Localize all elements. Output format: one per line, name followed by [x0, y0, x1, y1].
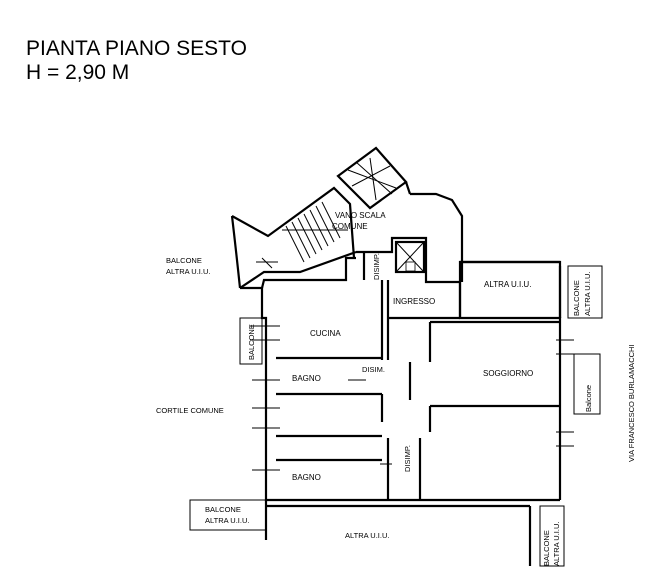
lift-shaft: [394, 240, 426, 274]
label-balcone-w: BALCONE: [247, 324, 256, 360]
window-ticks: [250, 325, 574, 471]
plan-title-height: H = 2,90 M: [26, 61, 130, 84]
balcone-se-box: [539, 505, 565, 567]
balcone-w-box: [239, 317, 263, 365]
plan-title: PIANTA PIANO SESTO H = 2,90 M: [26, 37, 247, 85]
label-balcone-se-2: ALTRA U.I.U.: [552, 522, 561, 566]
label-disimp-low: DISIMP.: [403, 445, 412, 472]
label-street: VIA FRANCESCO BURLAMACCHI: [627, 344, 636, 462]
label-balcone-se-1: BALCONE: [542, 530, 551, 566]
common-stair: [231, 186, 357, 289]
label-vano-scala: VANO SCALA: [335, 211, 386, 220]
label-balcone-nw-2: ALTRA U.I.U.: [166, 267, 210, 276]
plan-title-floor: PIANTA PIANO SESTO: [26, 37, 247, 60]
label-cucina: CUCINA: [310, 329, 341, 338]
interior-walls: [276, 252, 560, 500]
altra-ne-wall: [458, 260, 560, 318]
outer-walls: [240, 181, 562, 502]
label-vano-comune: COMUNE: [332, 222, 368, 231]
label-altra-ne: ALTRA U.I.U.: [484, 280, 531, 289]
label-balcone-nw-1: BALCONE: [166, 256, 202, 265]
label-disimp-top: DISIMP.: [372, 253, 381, 280]
label-cortile: CORTILE COMUNE: [156, 406, 224, 415]
label-bagno-2: BAGNO: [292, 473, 321, 482]
label-disim-mid: DISIM.: [362, 365, 385, 374]
label-altra-s: ALTRA U.I.U.: [345, 531, 389, 540]
stair-tower: [336, 146, 408, 210]
balcone-nw-edge: [230, 215, 242, 289]
label-balcone-e: Balcone: [584, 385, 593, 412]
altra-ne-outline: [460, 260, 562, 318]
label-soggiorno: SOGGIORNO: [483, 369, 533, 378]
label-balcone-e-top-1: BALCONE: [572, 280, 581, 316]
label-balcone-sw-1: BALCONE: [205, 505, 241, 514]
label-balcone-e-top-2: ALTRA U.I.U.: [583, 272, 592, 316]
label-ingresso: INGRESSO: [393, 297, 435, 306]
label-bagno-1: BAGNO: [292, 374, 321, 383]
label-balcone-sw-2: ALTRA U.I.U.: [205, 516, 249, 525]
